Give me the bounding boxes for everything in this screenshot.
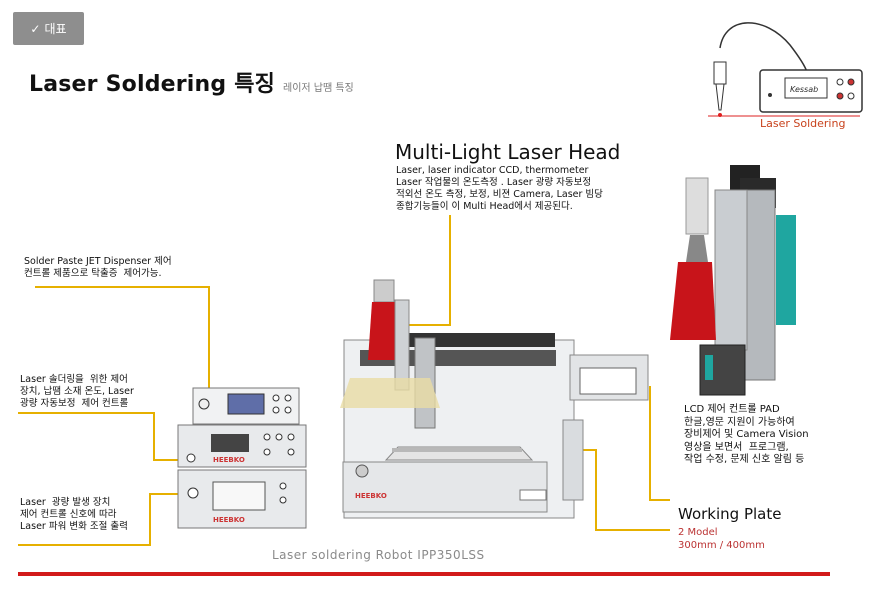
note-jet-dispenser: Solder Paste JET Dispenser 제어 컨트롤 제품으로 탁…	[24, 256, 172, 279]
leader-pad	[649, 386, 670, 501]
working-plate-sub: 2 Model 300mm / 400mm	[678, 527, 765, 551]
working-plate-title: Working Plate	[678, 505, 782, 523]
svg-text:HEEBKO: HEEBKO	[213, 456, 245, 464]
note-lcd-pad: LCD 제어 컨트롤 PAD 한글,영문 지원이 가능하여 장비제어 및 Cam…	[684, 404, 809, 465]
logo-label: Laser Soldering	[760, 117, 846, 130]
robot-brand: HEEBKO	[355, 492, 387, 500]
badge-label: 대표	[44, 22, 67, 36]
bottom-divider	[18, 572, 830, 576]
page-subtitle: 레이저 납땜 특징	[283, 83, 354, 94]
representative-badge[interactable]: ✓ 대표	[13, 12, 84, 45]
check-icon: ✓	[30, 21, 41, 36]
svg-text:HEEBKO: HEEBKO	[213, 516, 245, 524]
leader-laser-gen	[18, 493, 185, 546]
robot-caption: Laser soldering Robot IPP350LSS	[272, 548, 485, 562]
multi-light-head-desc: Laser, laser indicator CCD, thermometer …	[396, 165, 603, 212]
leader-solder	[18, 412, 190, 461]
robot-gantry-image: HEEBKO	[340, 279, 649, 519]
laser-soldering-logo: Kessab	[708, 22, 863, 117]
note-solder-control: Laser 솔더링을 위한 제어 장치, 납땜 소재 온도, Laser 광량 …	[20, 374, 134, 409]
page-title: Laser Soldering 특징	[29, 72, 276, 97]
svg-text:Kessab: Kessab	[790, 85, 818, 94]
note-laser-generator: Laser 광량 발생 장치 제어 컨트롤 신호에 따라 Laser 파워 변화…	[20, 497, 128, 532]
leader-head	[405, 215, 451, 326]
multi-light-head-title: Multi-Light Laser Head	[395, 140, 621, 164]
multi-laser-head-image	[670, 165, 796, 396]
controller-stack-image: HEEBKO HEEBKO	[177, 387, 307, 529]
